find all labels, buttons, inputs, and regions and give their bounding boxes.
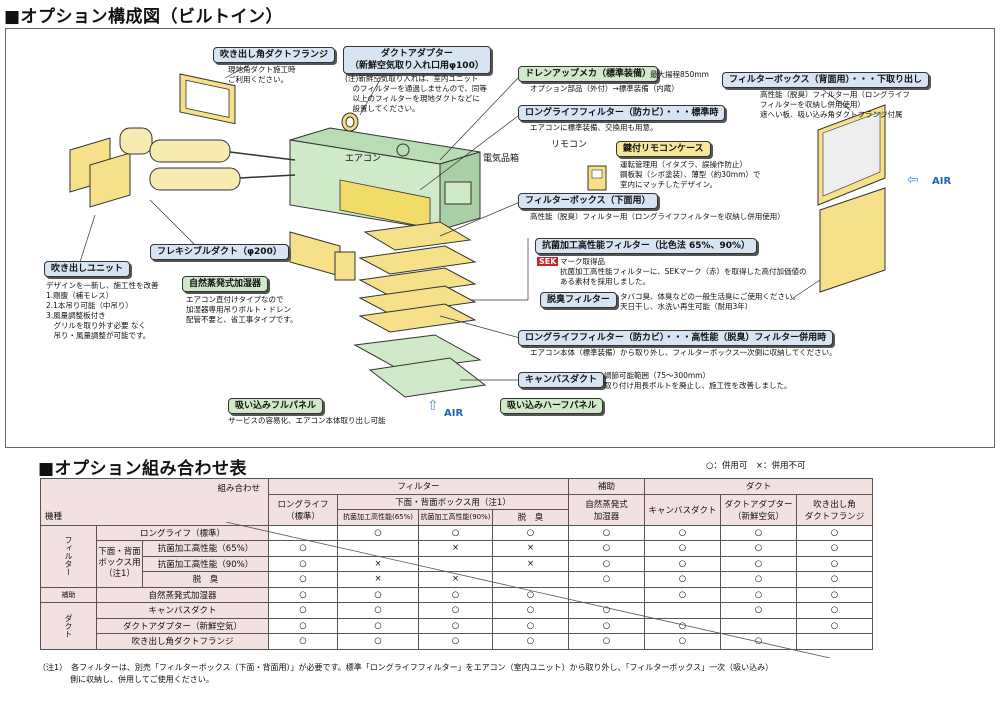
col-antibac-65: 抗菌加工高性能(65%) <box>337 509 419 526</box>
combo-desc: エアコン本体（標準装備）から取り外し、フィルターボックス一次側に収納してください… <box>530 348 837 357</box>
col-box-group: 下面・背面ボックス用（注1） <box>337 493 569 510</box>
corner-top: 組み合わせ <box>217 484 260 494</box>
cell: ○ <box>492 633 569 650</box>
table-corner: 組み合わせ 機種 <box>40 478 269 526</box>
label-longlife-kabi: ロングライフフィルター（防カビ）・・・標準時 <box>518 105 726 121</box>
air-label-bottom: AIR <box>444 408 464 419</box>
hum-desc: エアコン直付けタイプなので 加湿器専用吊りボルト・ドレン 配管不要と、省工事タイ… <box>186 295 298 324</box>
option-diagram <box>69 57 886 398</box>
corner-bottom: 機種 <box>45 511 63 522</box>
group-duct: ダクト <box>644 478 873 495</box>
label-outlet-unit: 吹き出しユニット <box>44 261 131 277</box>
remocon-label: リモコン <box>551 140 588 150</box>
adapter-desc: (注)新鮮空気取り入れは、室内ユニット のフィルターを通過しませんので、同等 以… <box>345 74 487 113</box>
label-fukidashi-flange: 吹き出し角ダクトフランジ <box>213 47 336 63</box>
flange-desc: 現地角ダクト施工時 ご利用ください。 <box>228 65 296 84</box>
diagram-panel <box>5 28 995 448</box>
label-flexible-duct: フレキシブルダクト（φ200） <box>150 244 289 260</box>
group-aux: 補助 <box>568 478 645 495</box>
table-row: フィルター ロングライフ（標準） ○○○○○○○ <box>40 524 873 588</box>
label-filter-box-bottom: フィルターボックス（下面用） <box>518 193 658 209</box>
label-longlife-combo: ロングライフフィルター（防カビ）・・・高性能（脱臭）フィルター併用時 <box>518 330 834 346</box>
unit-desc: デザインを一新し、施工性を改善 1.剛腹（補モレス） 2.1本吊り可能（中吊り）… <box>46 281 159 340</box>
table-row: ダクトアダプター（新鮮空気） ○○○○○○○ <box>41 617 873 634</box>
footnote: （注1） 各フィルターは、別売「フィルターボックス（下面・背面用）」が必要です。… <box>38 663 774 684</box>
table-row: 抗菌加工高性能（90%） ○××○○○○ <box>41 555 873 572</box>
row-name: 自然蒸発式加湿器 <box>96 586 269 603</box>
cell: ○ <box>796 571 873 588</box>
label-deodor-filter: 脱臭フィルター <box>540 292 617 308</box>
side-duct: ダクト <box>40 602 97 650</box>
cell: ○ <box>644 633 721 650</box>
aircon-illustration <box>289 127 481 231</box>
col-longlife: ロングライフ （標準） <box>268 493 338 526</box>
drain-desc: オプション部品（外付）→標準装備（内蔵） <box>530 84 679 93</box>
option-combination-table: 組み合わせ 機種 フィルター 補助 ダクト ロングライフ （標準） 下面・背面ボ… <box>40 478 873 650</box>
label-filter-box-back: フィルターボックス（背面用）・・・下取り出し <box>722 72 930 88</box>
label-humidifier: 自然蒸発式加湿器 <box>182 276 269 292</box>
drain-max: 最大揚程850mm <box>650 70 709 79</box>
full-desc: サービスの容易化、エアコン本体取り出し可能 <box>228 416 386 425</box>
flange-frame-illustration <box>179 73 236 125</box>
outlet-unit-illustration <box>69 127 296 208</box>
label-suction-half: 吸い込みハーフパネル <box>500 398 604 414</box>
table-title: ■オプション組み合わせ表 <box>38 459 248 479</box>
duct-adapter-illustration <box>341 112 359 132</box>
back-desc: 高性能（脱臭）フィルター用（ロングライフ フィルターを収納し併用使用） 遮へい板… <box>760 90 910 119</box>
row-name: 吹き出し角ダクトフランジ <box>96 633 269 650</box>
deodor-desc: タバコ臭、体臭などの一般生活臭にご使用ください。 天日干し、水洗い再生可能（耐用… <box>620 292 800 311</box>
row-name: 脱 臭 <box>142 571 269 588</box>
filter-box-back-illustration <box>817 104 886 293</box>
sek-mark: SEK <box>537 257 559 266</box>
diagram-title: ■オプション構成図（ビルトイン） <box>4 7 284 27</box>
longlife-desc: エアコンに標準装備、交換用も用意。 <box>530 123 658 132</box>
label-suction-full: 吸い込みフルパネル <box>228 398 324 414</box>
box-label: 下面・背面 ボックス用 （注1） <box>96 540 143 588</box>
col-humidifier: 自然蒸発式 加湿器 <box>568 493 645 526</box>
electric-box-label: 電気品箱 <box>483 154 520 164</box>
air-up-arrow-icon: ⇧ <box>427 398 439 414</box>
label-canvas-duct: キャンバスダクト <box>518 372 605 388</box>
bottom-desc: 高性能（脱臭）フィルター用（ロングライフフィルターを収納し併用使用） <box>530 212 785 221</box>
table-row: 脱 臭 ○××○○○○ <box>41 571 873 588</box>
air-arrow-icon: ⇦ <box>907 172 919 188</box>
remocon-case-illustration <box>587 165 607 191</box>
label-drain: ドレンアップメカ（標準装備） <box>518 66 659 82</box>
cell <box>796 633 873 650</box>
side-filter: フィルター <box>40 524 97 588</box>
remocon-desc: 運転管理用（イタズラ、誤操作防止） 鋼板製（シボ塗装）、薄型（約30mm）で 室… <box>620 160 761 189</box>
sek-desc: マーク取得品 抗菌加工高性能フィルターに、SEKマーク（赤）を取得した高付加価値… <box>560 257 807 286</box>
col-flange: 吹き出し角 ダクトフランジ <box>796 493 873 526</box>
aircon-label: エアコン <box>345 154 382 164</box>
cell: ○ <box>796 602 873 619</box>
filter-stack-illustration <box>353 221 487 398</box>
col-deodor: 脱 臭 <box>492 509 569 526</box>
label-key-remocon: 鍵付リモコンケース <box>616 141 711 157</box>
cell: ○ <box>568 633 645 650</box>
col-adapter: ダクトアダプター （新鮮空気） <box>720 493 797 526</box>
table-row: 補助 自然蒸発式加湿器 ○○○○○○○ <box>40 586 873 603</box>
air-label-right: AIR <box>932 176 952 187</box>
table-row: 下面・背面 ボックス用 （注1） 抗菌加工高性能（65%） ○××○○○○ <box>41 540 873 588</box>
table-legend: ○：併用可 ×：併用不可 <box>706 461 806 471</box>
label-antibac-filter: 抗菌加工高性能フィルター（比色法 65%、90%） <box>535 238 758 254</box>
col-canvas: キャンバスダクト <box>644 493 721 526</box>
side-aux: 補助 <box>40 586 97 603</box>
table-diagonal <box>226 522 830 658</box>
cell: ○ <box>268 633 338 650</box>
label-duct-adapter: ダクトアダプター （新鮮空気取り入れ口用φ100） <box>343 46 491 74</box>
table-row: 吹き出し角ダクトフランジ ○○○○○○○ <box>41 633 873 650</box>
group-filter: フィルター <box>268 478 569 495</box>
table-row: ダクト キャンバスダクト ○○○○○○○ <box>40 602 873 650</box>
humidifier-illustration <box>289 231 356 281</box>
canvas-desc: 調節可能範囲（75〜300mm） 取り付け用長ボルトを廃止し、施工性を改善しまし… <box>604 371 792 390</box>
